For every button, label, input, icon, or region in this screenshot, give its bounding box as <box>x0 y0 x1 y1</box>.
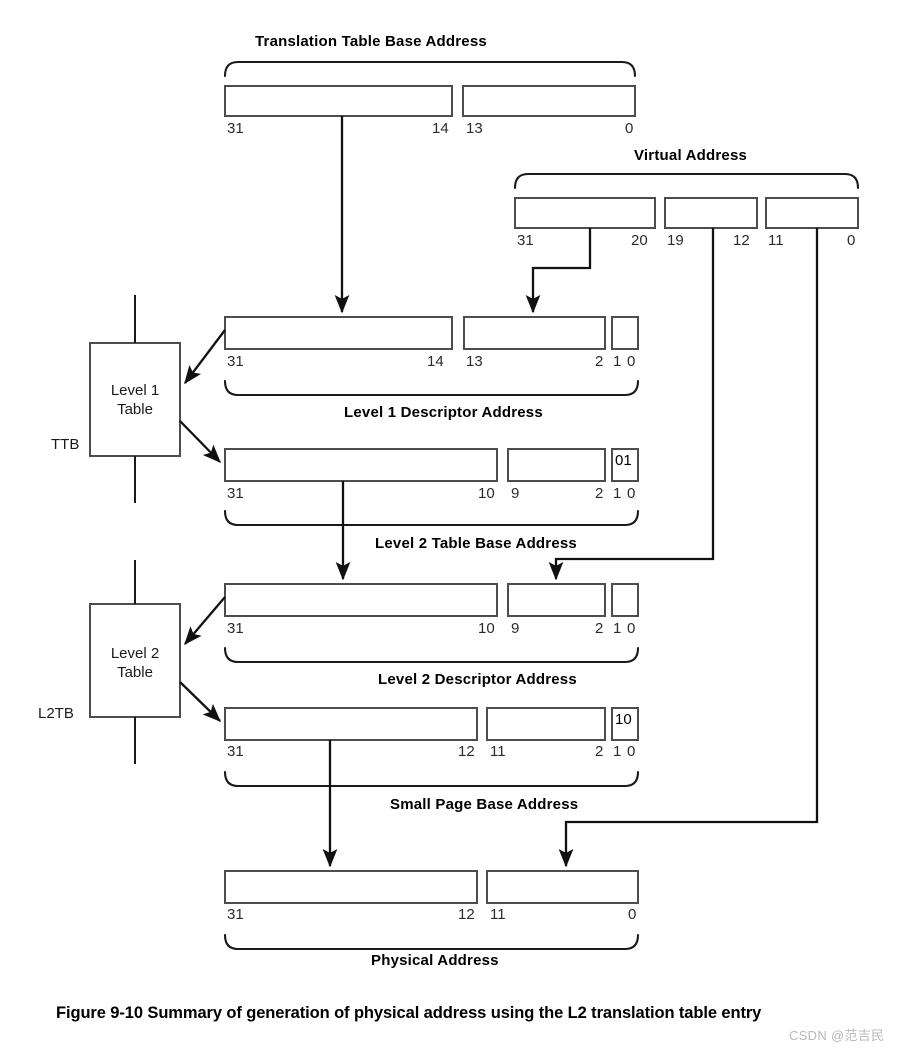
bitlabel-l2da-base-lo: 10 <box>478 620 495 637</box>
box-ttb-base <box>224 85 453 117</box>
bitlabel-l2da-low-lo: 0 <box>627 620 636 637</box>
bitlabel-ttb-base-lo: 14 <box>432 120 449 137</box>
bitlabel-l2tb-base-lo: 10 <box>478 485 495 502</box>
level2-table-label-line2: Table <box>117 664 153 681</box>
title-level1-descriptor-address: Level 1 Descriptor Address <box>344 404 543 421</box>
box-l2da-index <box>507 583 606 617</box>
bitlabel-va-l1-hi: 31 <box>517 232 534 249</box>
box-va-l1-index <box>514 197 656 229</box>
bitlabel-spba-base-lo: 12 <box>458 743 475 760</box>
title-level2-descriptor-address: Level 2 Descriptor Address <box>378 671 577 688</box>
brace-small-page-base <box>223 770 640 788</box>
bitlabel-l2da-index-lo: 2 <box>595 620 604 637</box>
box-pa-offset <box>486 870 639 904</box>
bitlabel-l2da-low-hi: 1 <box>613 620 622 637</box>
box-l1da-index <box>463 316 606 350</box>
box-level2-table <box>89 603 181 718</box>
arrow-va-l1index-to-l1-descriptor <box>525 228 592 314</box>
title-virtual-address: Virtual Address <box>634 147 748 164</box>
figure-caption: Figure 9-10 Summary of generation of phy… <box>56 1004 762 1022</box>
box-va-l2-index <box>664 197 758 229</box>
box-l2tb-base <box>224 448 498 482</box>
brace-level2-descriptor <box>223 646 640 664</box>
brace-physical-address <box>223 933 640 951</box>
brace-translation-table-base <box>223 60 637 78</box>
brace-level1-descriptor <box>223 379 640 397</box>
bitlabel-pa-page-lo: 12 <box>458 906 475 923</box>
l2tb-pointer-label: L2TB <box>38 705 74 722</box>
box-l2tb-type <box>611 448 639 482</box>
arrow-l2-descriptor-to-level2-table <box>184 596 226 646</box>
value-spba-type: 10 <box>615 711 632 728</box>
bitlabel-va-l2-lo: 12 <box>733 232 750 249</box>
box-spba-mid <box>486 707 606 741</box>
bitlabel-l1da-base-hi: 31 <box>227 353 244 370</box>
level2-table-label-line1: Level 2 <box>110 645 160 662</box>
bitlabel-spba-type-lo: 0 <box>627 743 636 760</box>
brace-level2-table-base <box>223 509 640 527</box>
box-spba-base <box>224 707 478 741</box>
arrow-va-offset-to-physical-address <box>558 228 819 868</box>
level1-table-label-line1: Level 1 <box>110 382 160 399</box>
box-spba-type <box>611 707 639 741</box>
bitlabel-l1da-index-hi: 13 <box>466 353 483 370</box>
arrow-va-l2index-to-l2-descriptor <box>548 228 715 581</box>
bitlabel-l2tb-mid-hi: 9 <box>511 485 520 502</box>
bitlabel-pa-offset-hi: 11 <box>490 906 506 923</box>
csdn-watermark: CSDN @范吉民 <box>789 1028 885 1043</box>
bitlabel-spba-mid-hi: 11 <box>490 743 506 760</box>
arrow-l1-descriptor-to-level1-table <box>184 329 226 385</box>
box-va-page-offset <box>765 197 859 229</box>
box-l2da-low <box>611 583 639 617</box>
brace-virtual-address <box>513 172 860 190</box>
bitlabel-ttb-zero-lo: 0 <box>625 120 634 137</box>
bitlabel-va-l2-hi: 19 <box>667 232 684 249</box>
arrow-level1-table-to-l2-base <box>179 420 221 463</box>
title-level2-table-base-address: Level 2 Table Base Address <box>375 535 577 552</box>
bitlabel-l1da-low-lo: 0 <box>627 353 636 370</box>
box-l1da-low <box>611 316 639 350</box>
bitlabel-pa-page-hi: 31 <box>227 906 244 923</box>
bitlabel-l2tb-base-hi: 31 <box>227 485 244 502</box>
bitlabel-l2da-index-hi: 9 <box>511 620 520 637</box>
bitlabel-va-off-hi: 11 <box>768 232 784 249</box>
bitlabel-l2tb-mid-lo: 2 <box>595 485 604 502</box>
level1-table-label-line2: Table <box>117 401 153 418</box>
bitlabel-l1da-index-lo: 2 <box>595 353 604 370</box>
box-ttb-zero <box>462 85 636 117</box>
title-physical-address: Physical Address <box>371 952 499 969</box>
box-l1da-base <box>224 316 453 350</box>
bitlabel-spba-type-hi: 1 <box>613 743 622 760</box>
bitlabel-l2da-base-hi: 31 <box>227 620 244 637</box>
bitlabel-pa-offset-lo: 0 <box>628 906 637 923</box>
bitlabel-ttb-zero-hi: 13 <box>466 120 483 137</box>
bitlabel-ttb-base-hi: 31 <box>227 120 244 137</box>
box-l2tb-mid <box>507 448 606 482</box>
bitlabel-l1da-base-lo: 14 <box>427 353 444 370</box>
bitlabel-l2tb-type-hi: 1 <box>613 485 622 502</box>
title-translation-table-base-address: Translation Table Base Address <box>255 33 487 50</box>
ttb-pointer-label: TTB <box>51 436 80 453</box>
bitlabel-l2tb-type-lo: 0 <box>627 485 636 502</box>
title-small-page-base-address: Small Page Base Address <box>390 796 579 813</box>
bitlabel-l1da-low-hi: 1 <box>613 353 622 370</box>
box-l2da-base <box>224 583 498 617</box>
arrow-level2-table-to-small-page <box>179 681 221 722</box>
bitlabel-spba-base-hi: 31 <box>227 743 244 760</box>
bitlabel-spba-mid-lo: 2 <box>595 743 604 760</box>
bitlabel-va-l1-lo: 20 <box>631 232 648 249</box>
bitlabel-va-off-lo: 0 <box>847 232 856 249</box>
box-pa-page <box>224 870 478 904</box>
value-l2tb-type: 01 <box>615 452 632 469</box>
